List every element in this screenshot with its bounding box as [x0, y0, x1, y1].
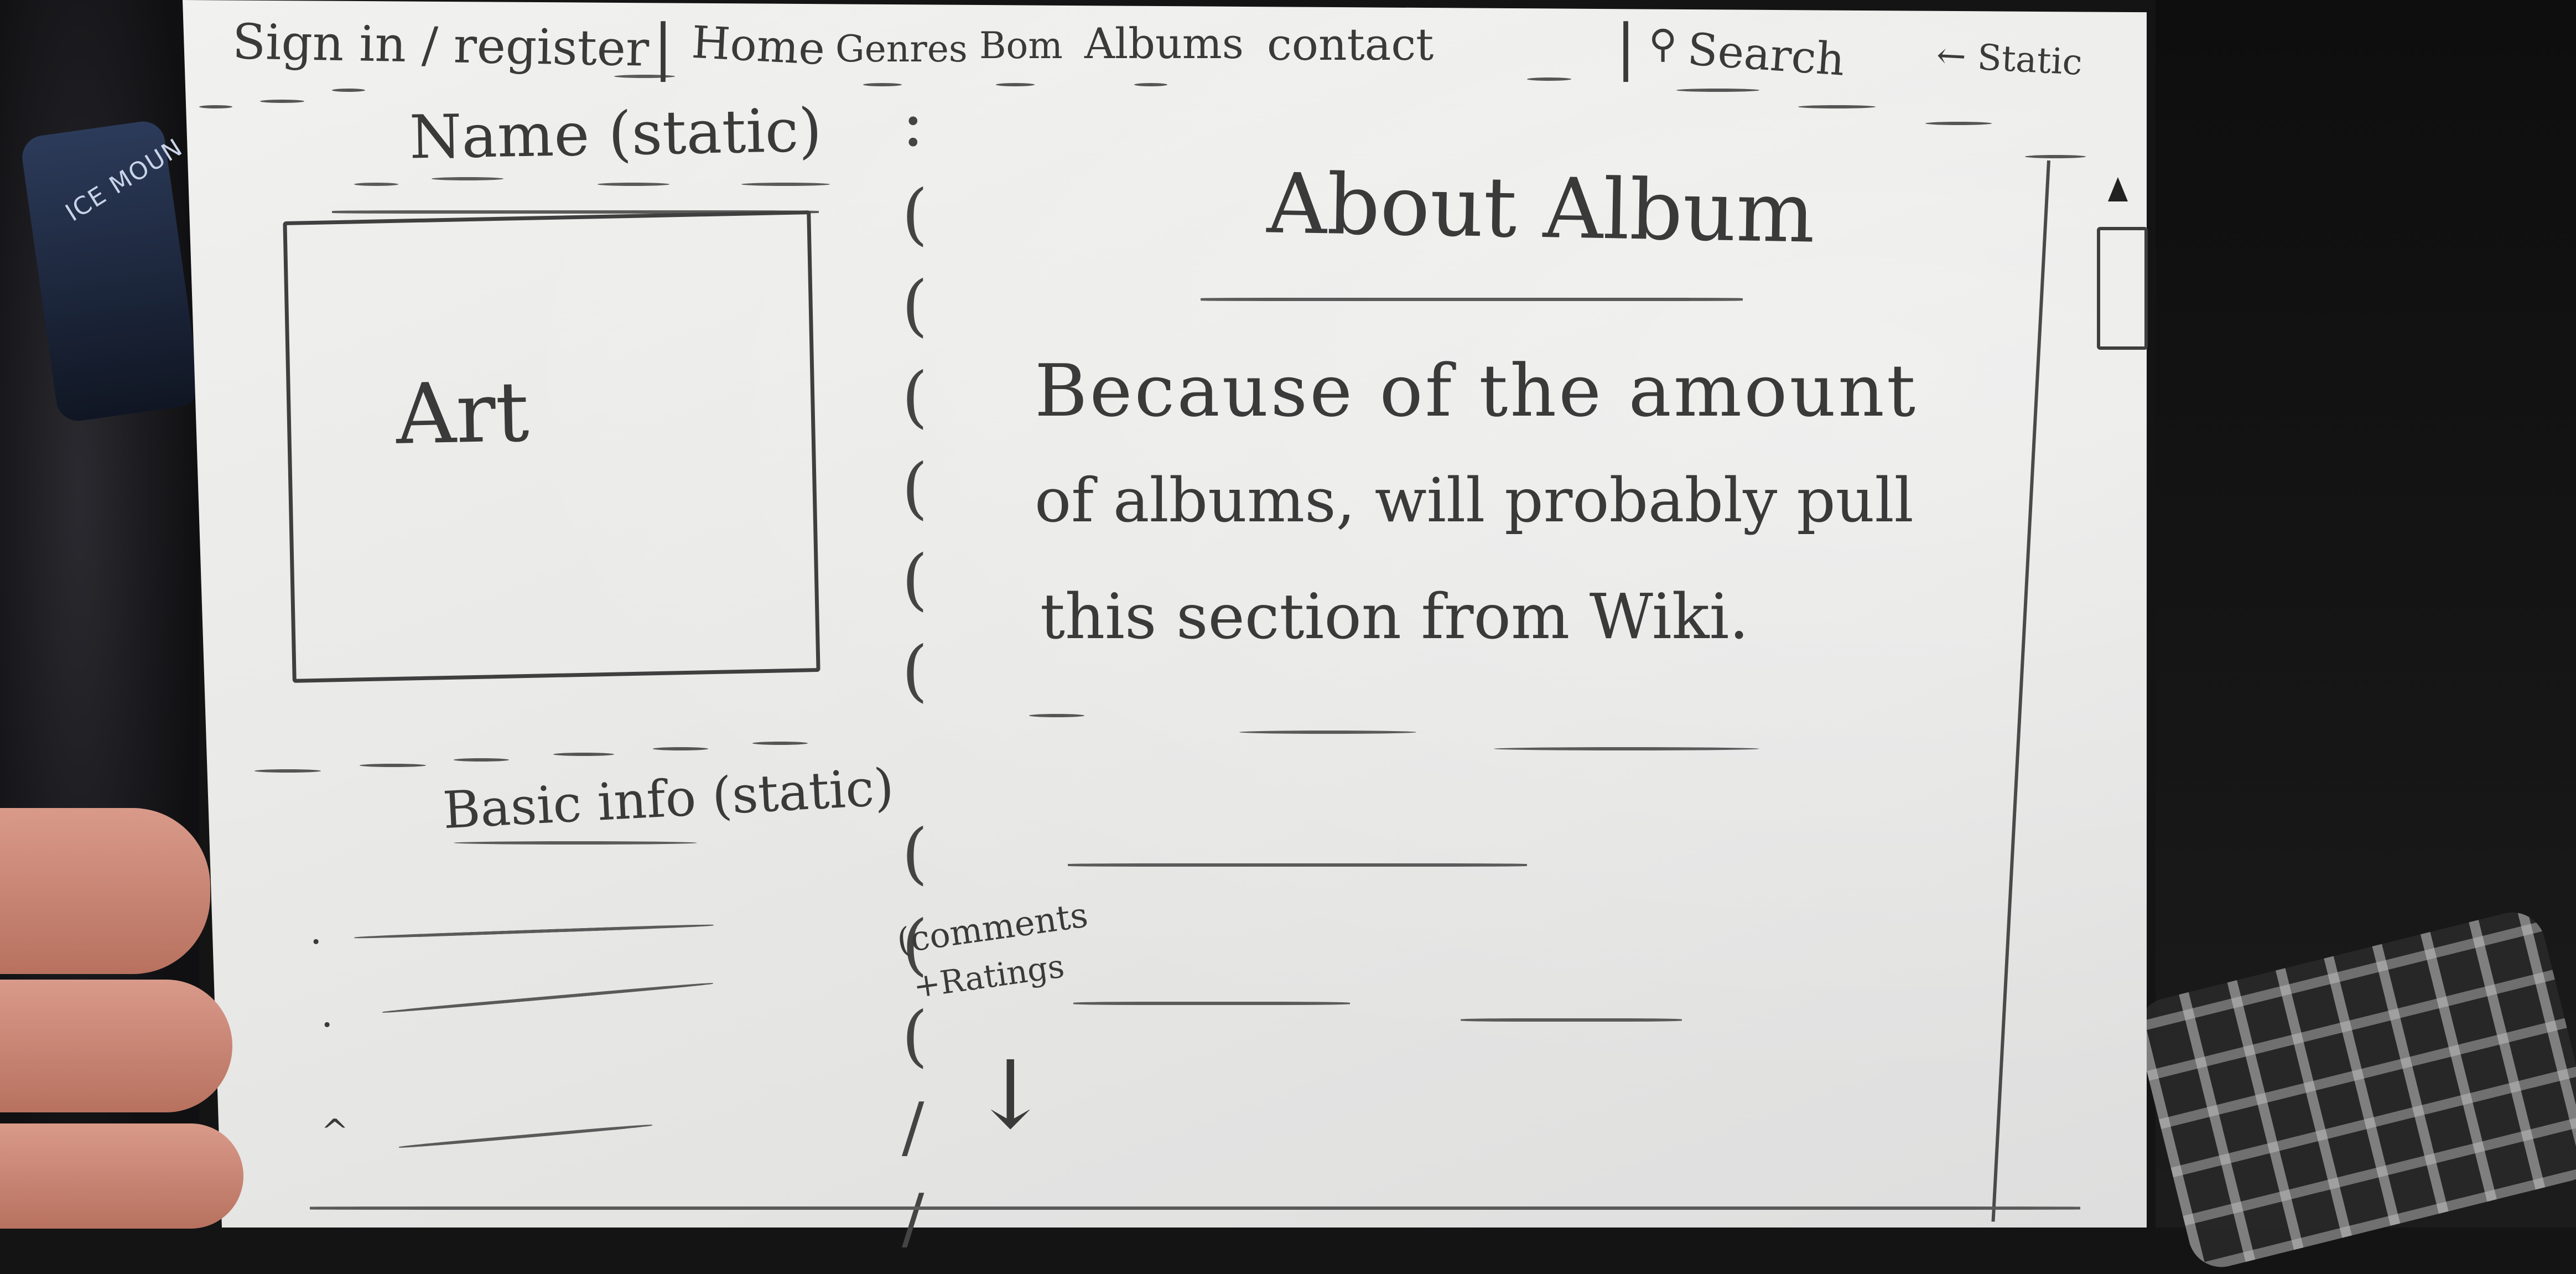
section-dash: [454, 758, 509, 762]
paper-sheet: [183, 0, 2147, 1228]
nav-dash: [1676, 89, 1759, 92]
section-dash: [653, 747, 708, 750]
about-text-line-2: of albums, will probably pull: [1035, 465, 1914, 536]
nav-dash: [199, 105, 232, 108]
search-box-bracket: |: [1616, 11, 1637, 82]
nav-dash: [1134, 83, 1167, 86]
section-dash: [553, 753, 614, 756]
search-icon[interactable]: ⚲: [1649, 21, 1677, 66]
thumb: [0, 808, 210, 974]
static-note: ← Static: [1935, 35, 2084, 84]
nav-dash: [260, 100, 304, 103]
section-dash: [752, 742, 808, 745]
nav-genres[interactable]: Genres: [835, 28, 968, 70]
comment-line-2: [1073, 1002, 1350, 1005]
heading-underline: [354, 183, 398, 186]
about-text-line-1: Because of the amount: [1035, 349, 1918, 433]
bullet-mark: ^: [321, 1112, 349, 1151]
nav-bom[interactable]: Bom: [979, 24, 1063, 67]
nav-search[interactable]: Search: [1686, 23, 1847, 86]
bullet-mark: .: [310, 908, 323, 953]
paper-highlight: [183, 0, 2147, 1228]
column-divider: : ( ( ( ( ( ( ( ( ( / /: [902, 85, 928, 1257]
nav-sign-in-register[interactable]: Sign in / register: [232, 13, 650, 77]
finger: [0, 980, 232, 1112]
comment-line-3: [1461, 1018, 1682, 1022]
nav-dash: [1527, 77, 1571, 81]
nav-dash: [1925, 122, 1992, 125]
about-heading-underline: [1201, 298, 1743, 301]
nav-home[interactable]: Home: [690, 16, 827, 75]
section-dash: [1239, 731, 1416, 734]
nav-underline-signin: [614, 75, 675, 78]
basic-info-underline: [454, 841, 697, 845]
heading-underline: [598, 183, 669, 186]
section-dash: [1494, 747, 1759, 750]
art-label: Art: [394, 364, 530, 463]
nav-dash: [2025, 155, 2086, 158]
name-heading: Name (static): [408, 96, 823, 173]
nav-albums[interactable]: Albums: [1084, 19, 1244, 68]
down-arrow-icon: ↓: [971, 1040, 1050, 1150]
heading-underline: [741, 183, 830, 186]
about-heading: About Album: [1266, 156, 1816, 262]
scroll-up-arrow-icon[interactable]: [2108, 177, 2128, 201]
name-divider: [332, 210, 819, 214]
nav-dash: [996, 83, 1035, 86]
comment-line-1: [1068, 863, 1527, 867]
nav-contact[interactable]: contact: [1267, 19, 1434, 70]
about-text-line-3: this section from Wiki.: [1040, 581, 1749, 653]
nav-dash: [863, 83, 902, 86]
section-dash: [360, 764, 426, 767]
finger: [0, 1123, 243, 1229]
nav-separator: |: [653, 11, 674, 82]
album-art-placeholder: Art: [283, 210, 820, 683]
scrollbar-thumb[interactable]: [2097, 227, 2148, 350]
heading-underline: [432, 177, 503, 180]
bullet-mark: .: [321, 991, 334, 1036]
nav-dash: [332, 89, 365, 92]
nav-dash: [1798, 105, 1876, 108]
bottom-edge-line: [310, 1206, 2080, 1210]
section-dash: [1029, 714, 1084, 717]
section-dash: [255, 769, 321, 773]
